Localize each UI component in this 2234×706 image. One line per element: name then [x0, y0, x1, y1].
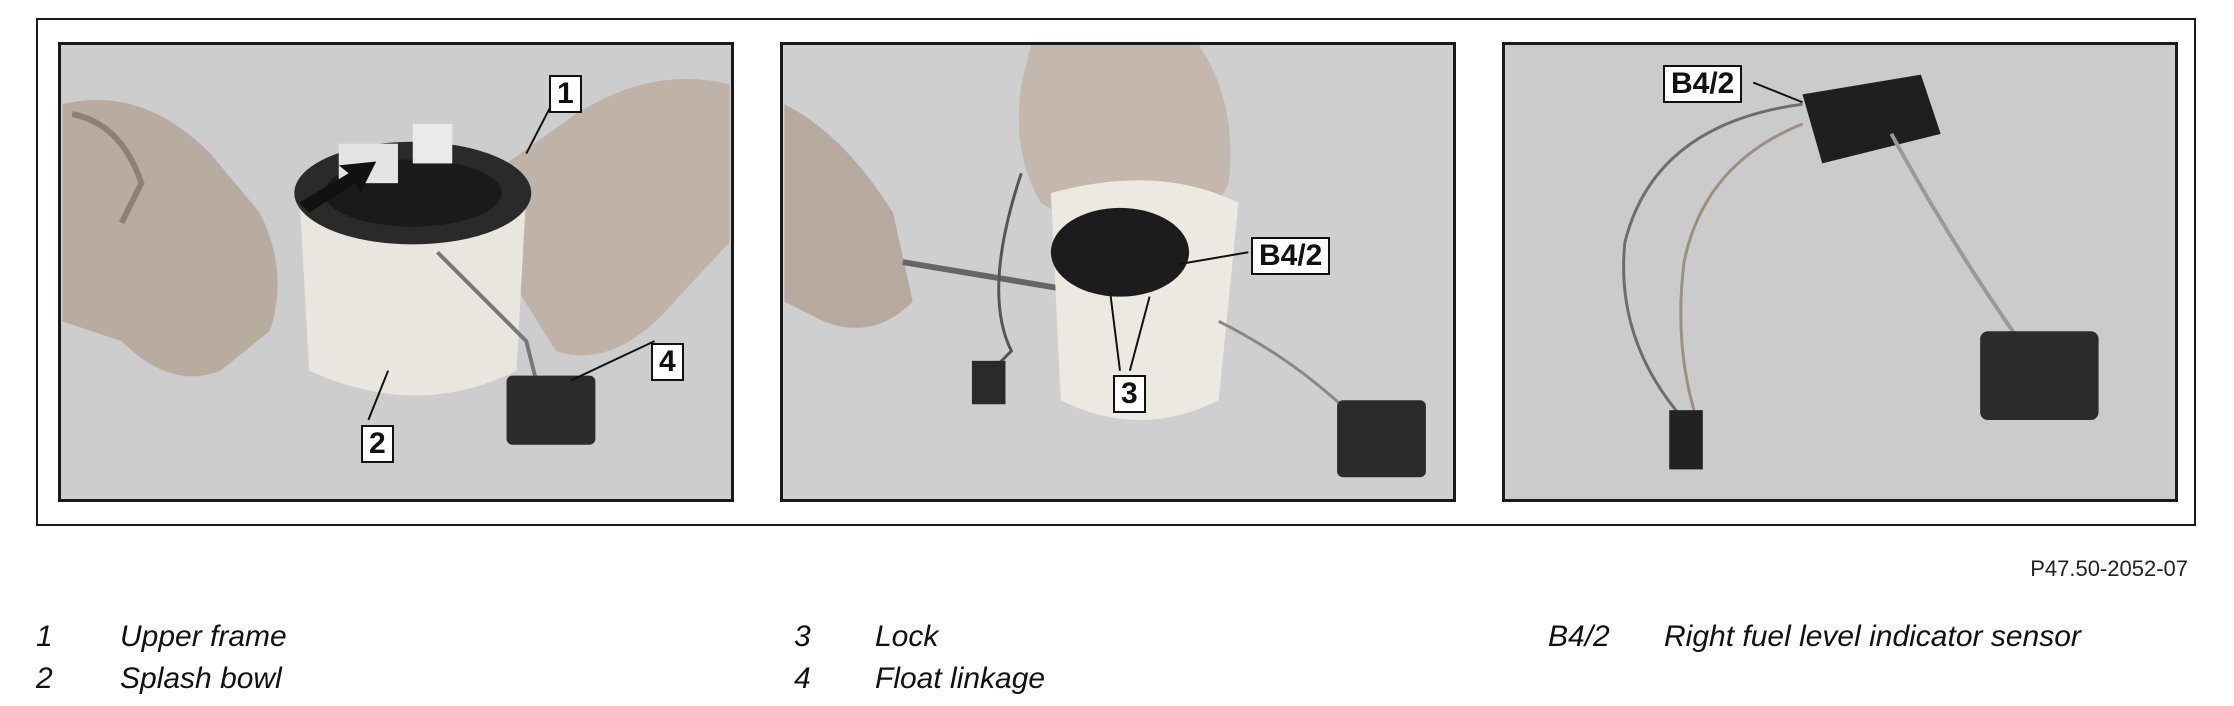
figure-reference: P47.50-2052-07 [2030, 556, 2188, 581]
legend-key-2: 2 [36, 662, 53, 695]
legend-key-b4-2: B4/2 [1548, 620, 1610, 653]
figure-frame: 1 4 2 B4/2 3 [36, 18, 2196, 526]
legend-label-lock: Lock [875, 620, 939, 653]
callout-3: 3 [1113, 375, 1146, 413]
panel-1-illustration [62, 45, 730, 499]
legend-key-3: 3 [794, 620, 811, 653]
callout-b4-2-panel3: B4/2 [1663, 65, 1743, 103]
callout-2: 2 [361, 425, 394, 463]
callout-1: 1 [549, 75, 582, 113]
photo-panel-3: B4/2 [1502, 42, 2178, 502]
legend-label-fuel-sensor: Right fuel level indicator sensor [1664, 620, 2081, 653]
photo-panel-2: B4/2 3 [780, 42, 1456, 502]
legend-label-float-linkage: Float linkage [875, 662, 1046, 695]
legend-label-upper-frame: Upper frame [120, 620, 287, 653]
legend-key-4: 4 [794, 662, 811, 695]
callout-4: 4 [651, 343, 684, 381]
panel-2-illustration [784, 45, 1452, 499]
panel-3-illustration [1506, 45, 2174, 499]
photo-panel-1: 1 4 2 [58, 42, 734, 502]
callout-b4-2: B4/2 [1251, 237, 1331, 275]
legend-label-splash-bowl: Splash bowl [120, 662, 282, 695]
legend-key-1: 1 [36, 620, 53, 653]
